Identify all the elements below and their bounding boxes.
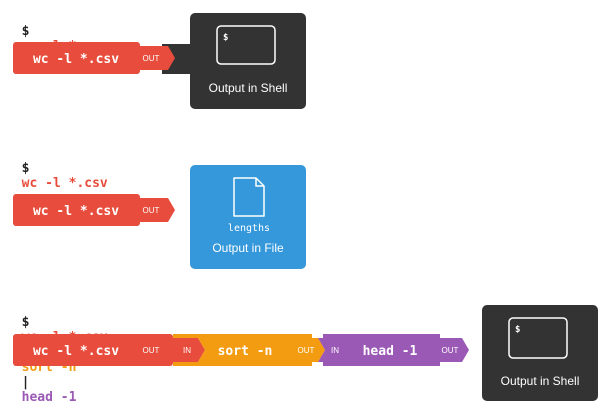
row3-prompt: $	[21, 315, 30, 330]
row3-block3	[318, 334, 469, 366]
row3-pipe2: |	[21, 375, 30, 390]
row2-out-label: OUT	[143, 206, 160, 215]
row3-block3-in-label: IN	[331, 346, 339, 355]
row3-block2-in-label: IN	[183, 346, 191, 355]
row1-out-label: OUT	[143, 54, 160, 63]
row1-prompt: $	[21, 24, 30, 39]
row3-block1	[13, 334, 173, 366]
row3-block2	[173, 334, 325, 366]
row3-block1-out-tab	[170, 338, 205, 362]
row3-block1-out-label: OUT	[143, 346, 160, 355]
row3-block2-out-label: OUT	[298, 346, 315, 355]
file-icon	[233, 177, 265, 217]
row2-command-block	[13, 194, 140, 226]
row2-file-label: lengths	[228, 223, 270, 234]
row1-terminal-icon	[216, 25, 276, 65]
row3-box-label: Output in Shell	[501, 374, 580, 388]
row3-block2-label: sort -n	[218, 344, 273, 359]
row3-block3-out-label: OUT	[442, 346, 459, 355]
row3-block1-label: wc -l *.csv	[33, 344, 119, 359]
row2-prompt: $	[21, 161, 30, 176]
row3-command3: head -1	[21, 390, 77, 405]
row1-block-label: wc -l *.csv	[33, 52, 119, 67]
row2-out-tab	[138, 198, 175, 222]
row2-box-label: Output in File	[212, 241, 284, 255]
row1-output-box	[190, 13, 306, 109]
row1-command-block	[13, 42, 140, 74]
row2-block-label: wc -l *.csv	[33, 204, 119, 219]
row2-output-box	[190, 165, 306, 269]
row1-terminal-prompt: $	[223, 33, 228, 43]
row3-terminal-prompt: $	[515, 325, 520, 335]
row3-block3-label: head -1	[363, 344, 418, 359]
row3-output-box	[482, 305, 598, 401]
row2-command: wc -l *.csv	[21, 176, 108, 191]
row3-terminal-icon	[508, 317, 568, 359]
row1-box-label: Output in Shell	[209, 81, 288, 95]
row1-out-tab	[138, 46, 175, 70]
